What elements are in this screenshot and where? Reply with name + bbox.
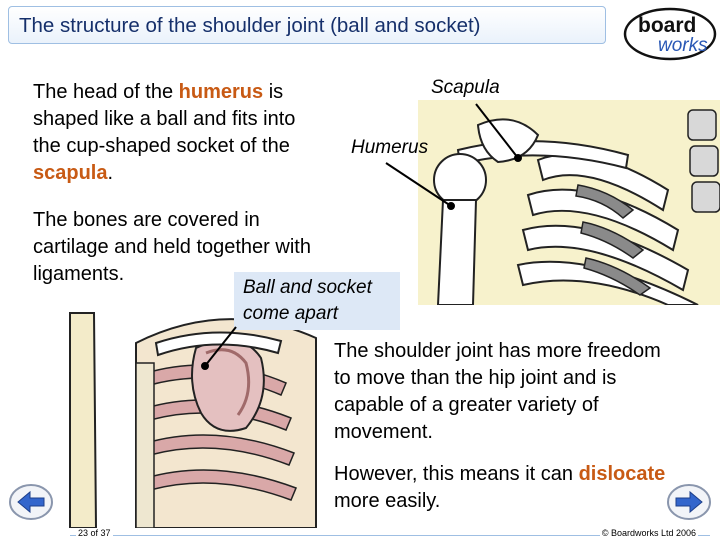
label-ball-socket-2: come apart — [243, 303, 339, 324]
boardworks-logo: board works — [623, 7, 717, 61]
dislocated-shoulder-illustration — [69, 312, 317, 528]
paragraph-humerus: The head of the humerus is shaped like a… — [33, 79, 323, 187]
para1-text-b: is shaped like a ball and fits into the … — [33, 81, 296, 157]
term-dislocate: dislocate — [578, 463, 666, 485]
label-humerus: Humerus — [351, 137, 429, 158]
label-scapula: Scapula — [431, 77, 500, 98]
label-ball-socket-1: Ball and socket — [243, 277, 372, 298]
paragraph-dislocate: However, this means it can dislocate mor… — [334, 461, 679, 515]
para1-text-c: . — [107, 162, 114, 184]
copyright: © Boardworks Ltd 2006 — [599, 528, 698, 538]
logo-board: board — [638, 14, 696, 37]
page-number: 23 of 37 — [76, 528, 113, 538]
para4-text-b: more easily. — [334, 490, 441, 512]
para3-text: The shoulder joint has more freedom to m… — [334, 340, 661, 443]
slide-title: The structure of the shoulder joint (bal… — [19, 14, 481, 37]
para1-text-a: The head of the — [33, 81, 179, 103]
footer-rule — [70, 535, 710, 536]
para2-text: The bones are covered in cartilage and h… — [33, 209, 311, 285]
arrow-left-icon — [17, 490, 45, 514]
arrow-right-icon — [675, 490, 703, 514]
para4-text-a: However, this means it can — [334, 463, 579, 485]
shoulder-skeleton-illustration — [418, 100, 720, 305]
logo-works: works — [658, 35, 708, 56]
term-humerus: humerus — [178, 81, 264, 103]
term-scapula: scapula — [33, 162, 108, 184]
paragraph-freedom: The shoulder joint has more freedom to m… — [334, 338, 679, 446]
ball-socket-label-box — [234, 272, 400, 330]
previous-slide-button[interactable] — [8, 482, 54, 522]
paragraph-cartilage: The bones are covered in cartilage and h… — [33, 207, 333, 288]
title-bar: The structure of the shoulder joint (bal… — [8, 6, 606, 44]
next-slide-button[interactable] — [666, 482, 712, 522]
